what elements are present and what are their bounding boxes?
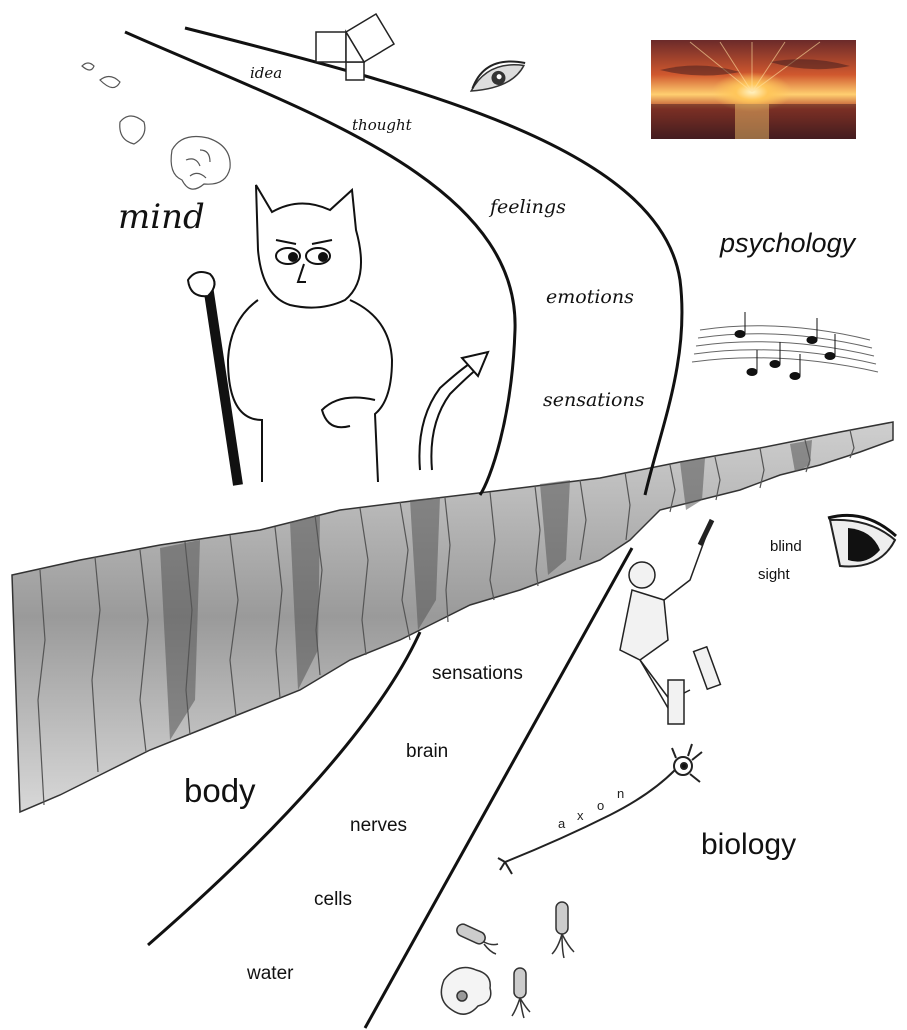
label-water: water xyxy=(247,964,293,983)
label-thought: thought xyxy=(352,118,412,133)
label-biology: biology xyxy=(701,830,796,860)
eye-icon xyxy=(466,55,530,94)
label-cells: cells xyxy=(314,890,352,909)
label-sight: sight xyxy=(758,567,790,582)
label-blind: blind xyxy=(770,539,802,554)
axon-letter-x: x xyxy=(577,808,584,823)
cliff-drawing xyxy=(12,422,893,812)
pythagorean-squares-icon xyxy=(316,14,394,80)
label-nerves: nerves xyxy=(350,816,407,835)
label-feelings: feelings xyxy=(490,198,566,217)
amoeba-icon xyxy=(441,968,490,1015)
label-sensations-top: sensations xyxy=(543,391,644,410)
brain-icon xyxy=(82,63,230,189)
axon-letter-n: n xyxy=(617,786,624,801)
label-emotions: emotions xyxy=(546,288,634,307)
sunset-photo xyxy=(651,40,856,139)
axon-letter-o: o xyxy=(597,798,604,813)
label-sensations-bottom: sensations xyxy=(432,664,523,683)
label-body: body xyxy=(184,774,256,807)
label-mind: mind xyxy=(118,200,205,234)
eye-icon xyxy=(828,515,896,566)
devil-figure xyxy=(188,185,488,485)
label-psychology: psychology xyxy=(720,230,855,257)
music-staff-icon xyxy=(692,312,878,380)
cricketer-figure xyxy=(620,520,720,724)
axon-letter-a: a xyxy=(558,816,565,831)
label-idea: idea xyxy=(250,66,282,81)
label-brain: brain xyxy=(406,742,448,761)
